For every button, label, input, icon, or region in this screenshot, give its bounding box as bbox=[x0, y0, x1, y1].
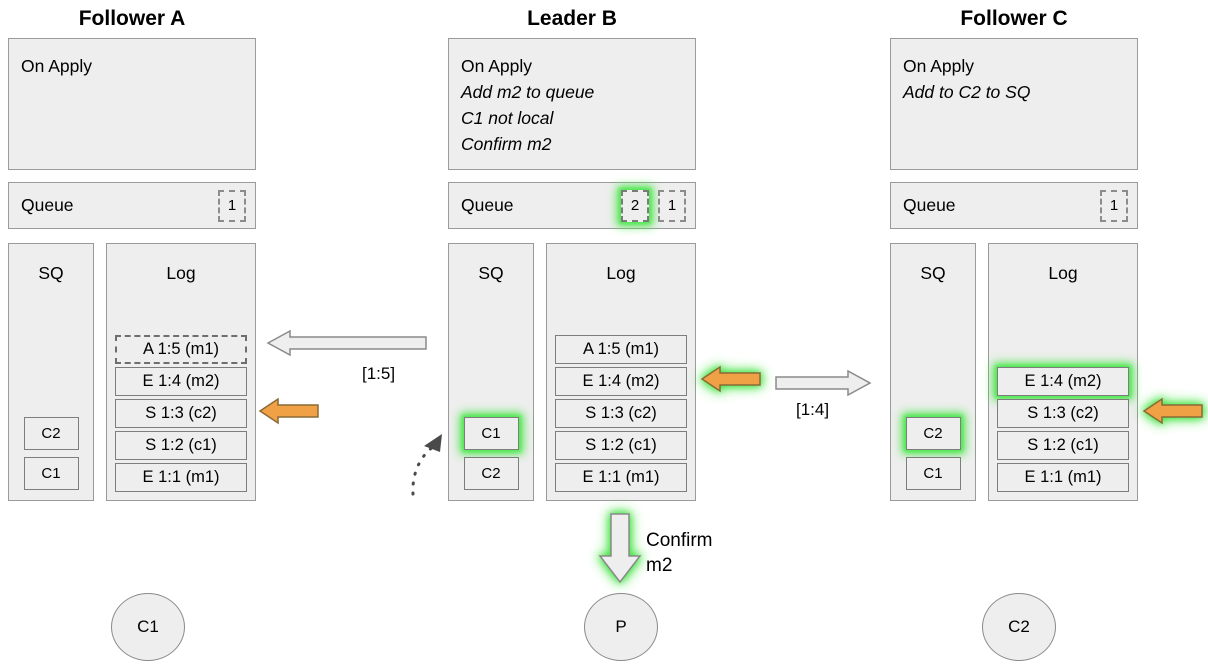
on-apply-header: On Apply bbox=[903, 56, 975, 76]
log-entry-list: A 1:5 (m1) E 1:4 (m2) S 1:3 (c2) S 1:2 (… bbox=[547, 335, 695, 492]
replicate-arrow-b-to-c-label: [1:4] bbox=[796, 400, 830, 419]
sq-box-leader-b: SQ C1 C2 bbox=[448, 243, 534, 501]
sq-item-list: C2 C1 bbox=[891, 417, 975, 490]
on-apply-line-1: Add to C2 to SQ bbox=[903, 82, 1031, 102]
sq-item-highlighted[interactable]: C2 bbox=[905, 417, 961, 450]
log-entry[interactable]: E 1:4 (m2) bbox=[555, 367, 687, 396]
node-client-c1[interactable]: C1 bbox=[111, 593, 185, 661]
log-entry[interactable]: E 1:1 (m1) bbox=[997, 463, 1129, 492]
queue-label: Queue bbox=[21, 195, 74, 215]
replicate-arrow-b-to-a bbox=[266, 328, 428, 358]
log-entry[interactable]: S 1:2 (c1) bbox=[555, 431, 687, 460]
queue-label: Queue bbox=[903, 195, 956, 215]
log-entry[interactable]: E 1:1 (m1) bbox=[555, 463, 687, 492]
apply-pointer-follower-a bbox=[258, 395, 320, 427]
on-apply-line-2: C1 not local bbox=[461, 108, 554, 128]
log-title: Log bbox=[166, 263, 196, 283]
log-box-follower-a: Log A 1:5 (m1) E 1:4 (m2) S 1:3 (c2) S 1… bbox=[106, 243, 256, 501]
log-title: Log bbox=[1048, 263, 1078, 283]
sq-box-follower-a: SQ C2 C1 bbox=[8, 243, 94, 501]
sq-box-follower-c: SQ C2 C1 bbox=[890, 243, 976, 501]
log-box-follower-c: Log E 1:4 (m2) S 1:3 (c2) S 1:2 (c1) E 1… bbox=[988, 243, 1138, 501]
replicate-arrow-b-to-c bbox=[775, 368, 872, 398]
column-title-leader-b: Leader B bbox=[527, 7, 617, 30]
apply-pointer-leader-b bbox=[700, 363, 762, 395]
sq-item[interactable]: C1 bbox=[905, 457, 961, 490]
sq-item-list: C1 C2 bbox=[449, 417, 533, 490]
log-entry[interactable]: E 1:1 (m1) bbox=[115, 463, 247, 492]
log-entry-list: E 1:4 (m2) S 1:3 (c2) S 1:2 (c1) E 1:1 (… bbox=[989, 367, 1137, 492]
log-entry[interactable]: E 1:4 (m2) bbox=[115, 367, 247, 396]
sq-item-list: C2 C1 bbox=[9, 417, 93, 490]
on-apply-line-3: Confirm m2 bbox=[461, 134, 552, 154]
log-entry-list: A 1:5 (m1) E 1:4 (m2) S 1:3 (c2) S 1:2 (… bbox=[107, 335, 255, 492]
sq-title: SQ bbox=[478, 263, 504, 283]
log-entry[interactable]: S 1:3 (c2) bbox=[115, 399, 247, 428]
node-producer-p[interactable]: P bbox=[584, 593, 658, 661]
queue-slot[interactable]: 1 bbox=[218, 189, 246, 222]
log-entry[interactable]: S 1:3 (c2) bbox=[997, 399, 1129, 428]
on-apply-panel-follower-a: On Apply bbox=[8, 38, 256, 170]
queue-bar-follower-c: Queue 1 bbox=[890, 182, 1138, 229]
log-entry[interactable]: S 1:2 (c1) bbox=[115, 431, 247, 460]
sq-item-highlighted[interactable]: C1 bbox=[463, 417, 519, 450]
confirm-label-line-2: m2 bbox=[646, 555, 673, 576]
confirm-label: Confirm m2 bbox=[646, 528, 713, 578]
queue-slot-highlighted[interactable]: 2 bbox=[621, 189, 649, 222]
log-entry-highlighted[interactable]: E 1:4 (m2) bbox=[997, 367, 1129, 396]
node-client-c2[interactable]: C2 bbox=[982, 593, 1056, 661]
on-apply-header: On Apply bbox=[21, 56, 93, 76]
log-entry[interactable]: A 1:5 (m1) bbox=[115, 335, 247, 364]
on-apply-panel-leader-b: On Apply Add m2 to queue C1 not local Co… bbox=[448, 38, 696, 170]
confirm-down-arrow bbox=[598, 512, 642, 584]
sq-item[interactable]: C2 bbox=[463, 457, 519, 490]
on-apply-header: On Apply bbox=[461, 56, 533, 76]
sq-item[interactable]: C1 bbox=[23, 457, 79, 490]
sq-insert-dotted-arrow bbox=[396, 424, 456, 496]
log-entry[interactable]: S 1:2 (c1) bbox=[997, 431, 1129, 460]
log-title: Log bbox=[606, 263, 636, 283]
queue-slot[interactable]: 1 bbox=[1100, 189, 1128, 222]
queue-slot[interactable]: 1 bbox=[658, 189, 686, 222]
sq-item[interactable]: C2 bbox=[23, 417, 79, 450]
log-entry[interactable]: S 1:3 (c2) bbox=[555, 399, 687, 428]
apply-pointer-follower-c bbox=[1142, 395, 1204, 427]
confirm-label-line-1: Confirm bbox=[646, 530, 713, 551]
on-apply-line-1: Add m2 to queue bbox=[461, 82, 595, 102]
on-apply-panel-follower-c: On Apply Add to C2 to SQ bbox=[890, 38, 1138, 170]
sq-title: SQ bbox=[38, 263, 64, 283]
queue-bar-follower-a: Queue 1 bbox=[8, 182, 256, 229]
log-box-leader-b: Log A 1:5 (m1) E 1:4 (m2) S 1:3 (c2) S 1… bbox=[546, 243, 696, 501]
column-title-follower-c: Follower C bbox=[960, 7, 1068, 30]
sq-title: SQ bbox=[920, 263, 946, 283]
column-title-follower-a: Follower A bbox=[78, 7, 186, 30]
log-entry[interactable]: A 1:5 (m1) bbox=[555, 335, 687, 364]
replicate-arrow-b-to-a-label: [1:5] bbox=[362, 364, 396, 383]
queue-label: Queue bbox=[461, 195, 514, 215]
queue-bar-leader-b: Queue 2 1 bbox=[448, 182, 696, 229]
